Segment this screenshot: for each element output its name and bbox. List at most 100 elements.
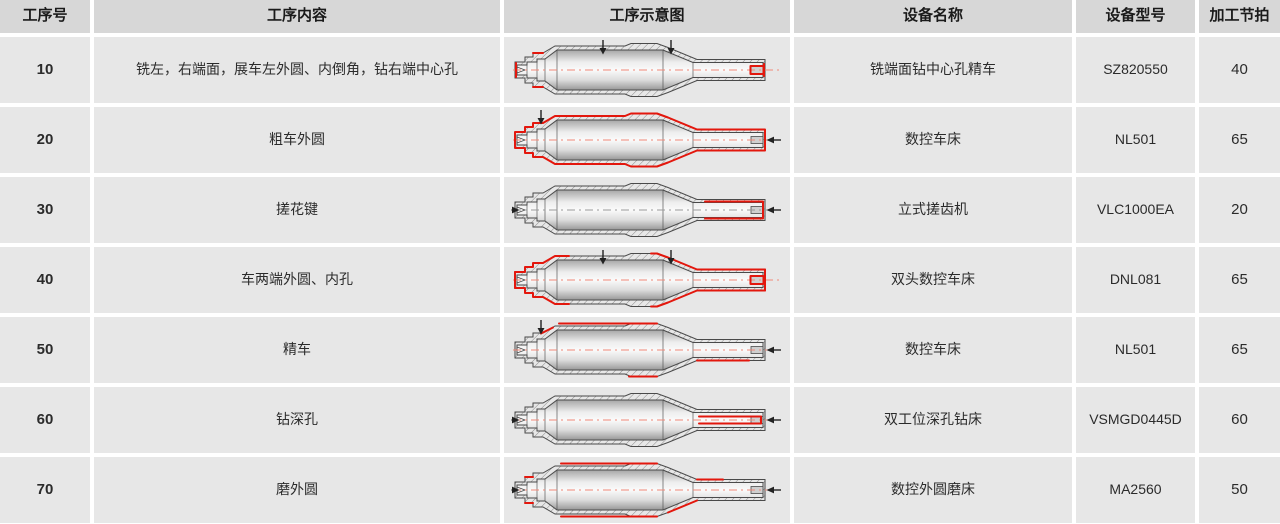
takt-cell: 20 bbox=[1199, 177, 1280, 243]
process-number-cell: 30 bbox=[0, 177, 90, 243]
equipment-model: NL501 bbox=[1114, 341, 1157, 358]
equipment-model: MA2560 bbox=[1109, 481, 1162, 498]
process-diagram-cell bbox=[504, 107, 790, 173]
equipment-name: 数控车床 bbox=[905, 341, 961, 358]
process-number-cell: 40 bbox=[0, 247, 90, 313]
equipment-name-cell: 铣端面钻中心孔精车 bbox=[794, 37, 1072, 103]
process-content: 精车 bbox=[283, 341, 311, 358]
process-number-cell: 60 bbox=[0, 387, 90, 453]
equipment-name: 立式搓齿机 bbox=[898, 201, 968, 218]
process-diagram-cell bbox=[504, 457, 790, 523]
shaft-diagram bbox=[511, 459, 783, 521]
process-content-cell: 车两端外圆、内孔 bbox=[94, 247, 500, 313]
shaft-diagram-svg bbox=[511, 183, 781, 237]
shaft-diagram bbox=[511, 389, 783, 451]
process-content-cell: 搓花键 bbox=[94, 177, 500, 243]
process-number-cell: 20 bbox=[0, 107, 90, 173]
shaft-diagram bbox=[511, 109, 783, 171]
equipment-name: 数控车床 bbox=[905, 131, 961, 148]
takt-cell: 65 bbox=[1199, 247, 1280, 313]
takt-cell: 40 bbox=[1199, 37, 1280, 103]
column-header-label: 设备型号 bbox=[1105, 7, 1166, 25]
equipment-name: 双头数控车床 bbox=[891, 271, 975, 288]
process-content-cell: 磨外圆 bbox=[94, 457, 500, 523]
shaft-diagram-svg bbox=[513, 320, 781, 378]
process-content: 粗车外圆 bbox=[269, 131, 325, 148]
shaft-diagram-svg bbox=[511, 393, 781, 447]
equipment-model-cell: NL501 bbox=[1076, 317, 1195, 383]
process-content: 钻深孔 bbox=[276, 411, 318, 428]
process-number: 10 bbox=[36, 60, 54, 78]
shaft-diagram bbox=[511, 179, 783, 241]
process-content-cell: 钻深孔 bbox=[94, 387, 500, 453]
process-content-cell: 铣左，右端面，展车左外圆、内倒角，钻右端中心孔 bbox=[94, 37, 500, 103]
takt-value: 20 bbox=[1231, 200, 1248, 218]
takt-value: 65 bbox=[1231, 340, 1248, 358]
equipment-model-cell: MA2560 bbox=[1076, 457, 1195, 523]
takt-value: 60 bbox=[1231, 410, 1248, 428]
shaft-diagram-svg bbox=[513, 250, 781, 308]
shaft-diagram-svg bbox=[513, 110, 781, 168]
equipment-name-cell: 立式搓齿机 bbox=[794, 177, 1072, 243]
equipment-name-cell: 数控车床 bbox=[794, 107, 1072, 173]
shaft-diagram-svg bbox=[513, 40, 781, 97]
shaft-diagram bbox=[511, 249, 783, 311]
equipment-model: VSMGD0445D bbox=[1089, 411, 1182, 428]
column-header-label: 工序示意图 bbox=[609, 7, 685, 25]
takt-value: 40 bbox=[1231, 60, 1248, 78]
column-header-label: 设备名称 bbox=[902, 7, 963, 25]
equipment-model: DNL081 bbox=[1109, 271, 1162, 288]
process-number: 40 bbox=[36, 270, 54, 288]
process-number-cell: 10 bbox=[0, 37, 90, 103]
takt-cell: 65 bbox=[1199, 107, 1280, 173]
process-number-cell: 70 bbox=[0, 457, 90, 523]
column-header-model: 设备型号 bbox=[1076, 0, 1195, 33]
equipment-name-cell: 数控外圆磨床 bbox=[794, 457, 1072, 523]
equipment-model-cell: DNL081 bbox=[1076, 247, 1195, 313]
shaft-diagram bbox=[511, 319, 783, 381]
process-diagram-cell bbox=[504, 177, 790, 243]
process-diagram-cell bbox=[504, 387, 790, 453]
equipment-model-cell: SZ820550 bbox=[1076, 37, 1195, 103]
process-number: 60 bbox=[36, 410, 54, 428]
takt-cell: 65 bbox=[1199, 317, 1280, 383]
equipment-model-cell: NL501 bbox=[1076, 107, 1195, 173]
column-header-equipment: 设备名称 bbox=[794, 0, 1072, 33]
takt-cell: 50 bbox=[1199, 457, 1280, 523]
shaft-diagram-svg bbox=[511, 462, 781, 518]
process-diagram-cell bbox=[504, 37, 790, 103]
column-header-diagram: 工序示意图 bbox=[504, 0, 790, 33]
equipment-name-cell: 双头数控车床 bbox=[794, 247, 1072, 313]
process-content-cell: 精车 bbox=[94, 317, 500, 383]
takt-value: 50 bbox=[1231, 480, 1248, 498]
shaft-diagram bbox=[511, 39, 783, 101]
equipment-model: SZ820550 bbox=[1103, 61, 1168, 78]
process-content-cell: 粗车外圆 bbox=[94, 107, 500, 173]
takt-cell: 60 bbox=[1199, 387, 1280, 453]
process-content: 磨外圆 bbox=[276, 481, 318, 498]
takt-value: 65 bbox=[1231, 270, 1248, 288]
process-number: 70 bbox=[36, 480, 54, 498]
equipment-model: VLC1000EA bbox=[1096, 201, 1175, 218]
process-number: 20 bbox=[36, 130, 54, 148]
equipment-name-cell: 数控车床 bbox=[794, 317, 1072, 383]
equipment-name-cell: 双工位深孔钻床 bbox=[794, 387, 1072, 453]
equipment-name: 铣端面钻中心孔精车 bbox=[870, 61, 996, 78]
process-number: 30 bbox=[36, 200, 54, 218]
equipment-name: 双工位深孔钻床 bbox=[884, 411, 982, 428]
process-content: 车两端外圆、内孔 bbox=[241, 271, 353, 288]
equipment-model: NL501 bbox=[1114, 131, 1157, 148]
equipment-model-cell: VSMGD0445D bbox=[1076, 387, 1195, 453]
process-number: 50 bbox=[36, 340, 54, 358]
column-header-no: 工序号 bbox=[0, 0, 90, 33]
column-header-label: 工序号 bbox=[22, 7, 68, 25]
process-content: 搓花键 bbox=[276, 201, 318, 218]
process-number-cell: 50 bbox=[0, 317, 90, 383]
column-header-takt: 加工节拍 bbox=[1199, 0, 1280, 33]
equipment-name: 数控外圆磨床 bbox=[891, 481, 975, 498]
process-content: 铣左，右端面，展车左外圆、内倒角，钻右端中心孔 bbox=[136, 61, 458, 78]
process-diagram-cell bbox=[504, 247, 790, 313]
takt-value: 65 bbox=[1231, 130, 1248, 148]
equipment-model-cell: VLC1000EA bbox=[1076, 177, 1195, 243]
